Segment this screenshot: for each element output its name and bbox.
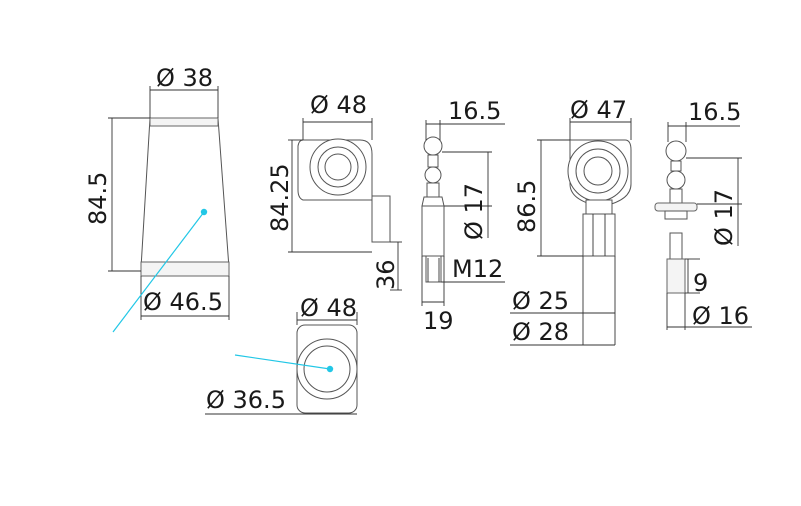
top-view-inner-label: Ø 36.5 bbox=[206, 386, 286, 414]
stud-b-dia-label: Ø 17 bbox=[710, 189, 738, 246]
stud-a-head bbox=[423, 136, 443, 156]
cup-rim bbox=[149, 117, 219, 127]
ball-eye-hole bbox=[583, 156, 613, 186]
swivel-eye-height-label: 84.25 bbox=[266, 163, 294, 232]
stud-b-flange bbox=[654, 202, 698, 212]
cup-base-dia-label: Ø 46.5 bbox=[143, 288, 223, 316]
cup-base-ring bbox=[140, 261, 230, 277]
stud-a-width-label: 19 bbox=[423, 307, 454, 335]
cup-height-label: 84.5 bbox=[84, 172, 112, 225]
stud-a-ball bbox=[424, 166, 442, 184]
ball-eye-neck bbox=[585, 199, 613, 215]
ball-eye-hex bbox=[582, 213, 616, 257]
stud-b-offset-label: 16.5 bbox=[688, 98, 741, 126]
stud-a-offset-label: 16.5 bbox=[448, 97, 501, 125]
stud-b-neck bbox=[670, 160, 682, 172]
ball-eye-height-label: 86.5 bbox=[513, 180, 541, 233]
ball-eye-outer-dia-label: Ø 28 bbox=[512, 318, 569, 346]
stud-b-head bbox=[665, 140, 687, 162]
stud-b-length-label: 9 bbox=[693, 269, 708, 297]
swivel-eye: Ø 48 84.25 36 bbox=[266, 91, 402, 291]
top-view-callout-line bbox=[234, 354, 331, 370]
stud-a-neck bbox=[427, 154, 439, 168]
stud-b-shank bbox=[669, 188, 683, 204]
top-view-callout-dot bbox=[326, 365, 334, 373]
cup-callout-line bbox=[112, 211, 205, 333]
swivel-eye-width-label: Ø 48 bbox=[310, 91, 367, 119]
stud-b-base-dia-label: Ø 16 bbox=[692, 302, 749, 330]
cup-body bbox=[140, 117, 230, 269]
stud-a-dia-label: Ø 17 bbox=[460, 183, 488, 240]
stud-b-ball bbox=[666, 170, 686, 190]
cup-top-view: Ø 48 Ø 36.5 bbox=[205, 294, 358, 415]
stud-b-collar bbox=[664, 210, 688, 220]
top-view-outer-label: Ø 48 bbox=[300, 294, 357, 322]
swivel-eye-stem bbox=[371, 195, 391, 243]
stud-a-collar bbox=[421, 196, 445, 207]
stud-b-pin bbox=[669, 232, 683, 260]
pin-stud-a: 16.5 Ø 17 M12 19 bbox=[421, 97, 505, 335]
swivel-eye-hole bbox=[324, 153, 352, 181]
cup-top-dia-label: Ø 38 bbox=[156, 64, 213, 92]
stud-a-thread bbox=[425, 255, 442, 283]
ball-eye: Ø 47 86.5 Ø 25 Ø 28 bbox=[510, 96, 632, 346]
ball-eye-dia-label: Ø 47 bbox=[570, 96, 627, 124]
cup-callout-dot bbox=[200, 208, 208, 216]
ball-eye-inner-dia-label: Ø 25 bbox=[512, 287, 569, 315]
stud-a-thread-label: M12 bbox=[452, 255, 503, 283]
swivel-eye-stem-label: 36 bbox=[372, 259, 400, 290]
stud-b-base bbox=[666, 258, 686, 294]
stud-a-shank bbox=[426, 182, 440, 198]
pin-stud-b: 16.5 Ø 17 9 Ø 16 bbox=[654, 98, 752, 330]
stud-a-hex bbox=[421, 205, 445, 257]
tapered-cup: Ø 38 84.5 Ø 46.5 bbox=[84, 64, 230, 333]
